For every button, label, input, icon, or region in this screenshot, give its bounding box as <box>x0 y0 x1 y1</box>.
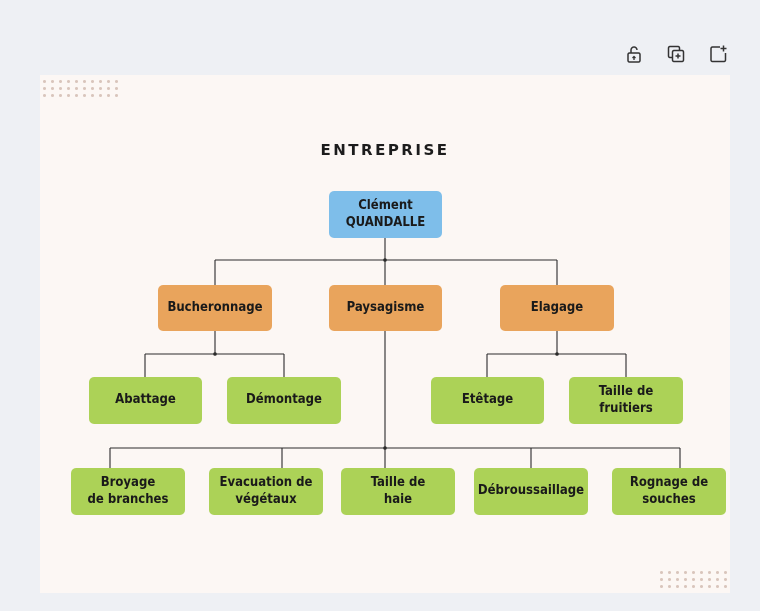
add-page-icon <box>710 45 727 63</box>
node-broyage-branches[interactable]: Broyage de branches <box>71 468 185 515</box>
decorative-dot <box>107 80 110 83</box>
decorative-dot <box>115 80 118 83</box>
decorative-dot <box>43 94 46 97</box>
decorative-dot <box>700 585 703 588</box>
decorative-dot <box>99 80 102 83</box>
decorative-dot <box>700 578 703 581</box>
decorative-dot <box>91 80 94 83</box>
node-elagage[interactable]: Elagage <box>500 285 614 331</box>
decorative-dot <box>99 87 102 90</box>
decorative-dot <box>668 585 671 588</box>
add-page-button[interactable] <box>706 42 730 66</box>
chart-title: ENTREPRISE <box>320 141 450 159</box>
decorative-dot <box>67 94 70 97</box>
node-evacuation-vegetaux[interactable]: Evacuation de végétaux <box>209 468 323 515</box>
decorative-dot <box>676 571 679 574</box>
decorative-dot <box>115 94 118 97</box>
decorative-dot <box>43 80 46 83</box>
decorative-dot <box>684 585 687 588</box>
decorative-dot <box>660 585 663 588</box>
decorative-dot <box>692 585 695 588</box>
decorative-dot <box>724 571 727 574</box>
decorative-dot <box>684 571 687 574</box>
junction-root <box>383 258 387 262</box>
decorative-dot <box>51 80 54 83</box>
decorative-dot <box>83 80 86 83</box>
junction-bucheronnage <box>213 352 217 356</box>
node-demontage[interactable]: Démontage <box>227 377 341 424</box>
decorative-dot <box>43 87 46 90</box>
decorative-dot <box>51 87 54 90</box>
decorative-dot <box>708 585 711 588</box>
decorative-dot <box>692 578 695 581</box>
decorative-dot <box>75 94 78 97</box>
decorative-dot <box>700 571 703 574</box>
design-canvas[interactable]: ENTREPRISE <box>40 75 730 593</box>
node-debroussaillage[interactable]: Débroussaillage <box>474 468 588 515</box>
unlock-icon <box>627 46 641 63</box>
page-toolbar <box>622 42 734 66</box>
decorative-dot <box>676 578 679 581</box>
node-etetage[interactable]: Etêtage <box>431 377 544 424</box>
decorative-dot <box>83 87 86 90</box>
duplicate-icon <box>667 45 685 63</box>
duplicate-button[interactable] <box>664 42 688 66</box>
decorative-dot <box>59 87 62 90</box>
decorative-dot <box>684 578 687 581</box>
decorative-dot <box>59 94 62 97</box>
decorative-dot <box>676 585 679 588</box>
decorative-dot <box>91 87 94 90</box>
decorative-dot <box>59 80 62 83</box>
decorative-dot <box>75 80 78 83</box>
decorative-dot <box>660 578 663 581</box>
decorative-dot <box>67 87 70 90</box>
decorative-dot <box>107 94 110 97</box>
node-taille-haie[interactable]: Taille de haie <box>341 468 455 515</box>
node-abattage[interactable]: Abattage <box>89 377 202 424</box>
decorative-dot <box>692 571 695 574</box>
decorative-dot <box>115 87 118 90</box>
node-bucheronnage[interactable]: Bucheronnage <box>158 285 272 331</box>
decorative-dot <box>99 94 102 97</box>
decorative-dot <box>716 571 719 574</box>
node-taille-fruitiers[interactable]: Taille de fruitiers <box>569 377 683 424</box>
junction-paysagisme <box>383 446 387 450</box>
node-rognage-souches[interactable]: Rognage de souches <box>612 468 726 515</box>
decorative-dot <box>83 94 86 97</box>
node-root[interactable]: Clément QUANDALLE <box>329 191 442 238</box>
decorative-dot <box>668 578 671 581</box>
unlock-button[interactable] <box>622 42 646 66</box>
connector-lines <box>109 238 681 495</box>
decorative-dot <box>716 585 719 588</box>
decorative-dot <box>660 571 663 574</box>
decorative-dot <box>67 80 70 83</box>
decorative-dot <box>51 94 54 97</box>
decorative-dot <box>708 571 711 574</box>
decorative-dot <box>724 585 727 588</box>
decorative-dot <box>708 578 711 581</box>
decorative-dot <box>75 87 78 90</box>
junction-elagage <box>555 352 559 356</box>
decorative-dot <box>91 94 94 97</box>
decorative-dot <box>668 571 671 574</box>
decorative-dot <box>716 578 719 581</box>
decorative-dot <box>724 578 727 581</box>
node-paysagisme[interactable]: Paysagisme <box>329 285 442 331</box>
decorative-dot <box>107 87 110 90</box>
